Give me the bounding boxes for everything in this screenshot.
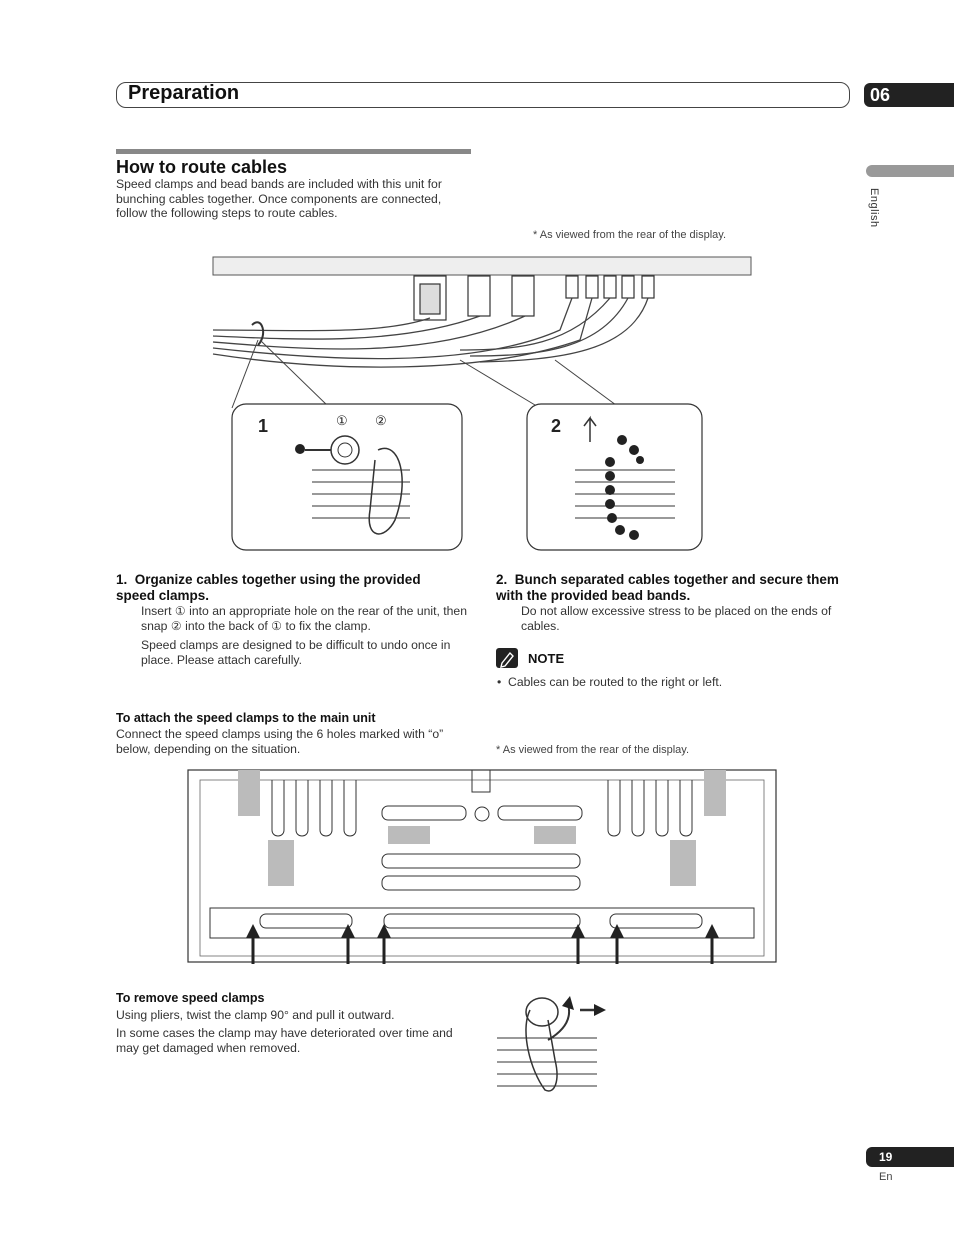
header-bar xyxy=(116,82,850,108)
callout1-number: 1 xyxy=(258,416,269,436)
remove-heading: To remove speed clamps xyxy=(116,991,265,1005)
step2-body1: Do not allow excessive stress to be plac… xyxy=(521,604,832,633)
note-pencil-icon xyxy=(496,648,518,668)
chapter-number-tab: 06 xyxy=(864,83,954,107)
section-title: How to route cables xyxy=(116,157,288,177)
step1-body2: Speed clamps are designed to be difficul… xyxy=(141,638,451,667)
remove-body2: In some cases the clamp may have deterio… xyxy=(116,1026,453,1055)
language-label: English xyxy=(868,188,880,228)
callout2-number: 2 xyxy=(551,416,562,436)
step1-heading: 1. Organize cables together using the pr… xyxy=(116,572,421,603)
figure1-caption: * As viewed from the rear of the display… xyxy=(533,229,726,241)
page-number: 19 xyxy=(866,1147,954,1167)
language-tab xyxy=(866,165,954,177)
attach-body: Connect the speed clamps using the 6 hol… xyxy=(116,727,444,756)
step2-heading: 2. Bunch separated cables together and s… xyxy=(496,572,839,603)
page-header-title: Preparation xyxy=(128,82,240,104)
note-label: NOTE xyxy=(528,651,565,666)
section-intro: Speed clamps and bead bands are included… xyxy=(116,177,442,221)
callout1-mark-a: ① xyxy=(336,413,348,428)
section-rule xyxy=(116,149,471,154)
attach-heading: To attach the speed clamps to the main u… xyxy=(116,711,376,725)
page-language-code: En xyxy=(879,1171,893,1183)
attach-caption: * As viewed from the rear of the display… xyxy=(496,744,689,756)
step1-body1: Insert ① into an appropriate hole on the… xyxy=(141,604,467,633)
callout1-mark-b: ② xyxy=(375,413,387,428)
remove-body1: Using pliers, twist the clamp 90° and pu… xyxy=(116,1008,395,1022)
note-item: • Cables can be routed to the right or l… xyxy=(497,675,723,689)
